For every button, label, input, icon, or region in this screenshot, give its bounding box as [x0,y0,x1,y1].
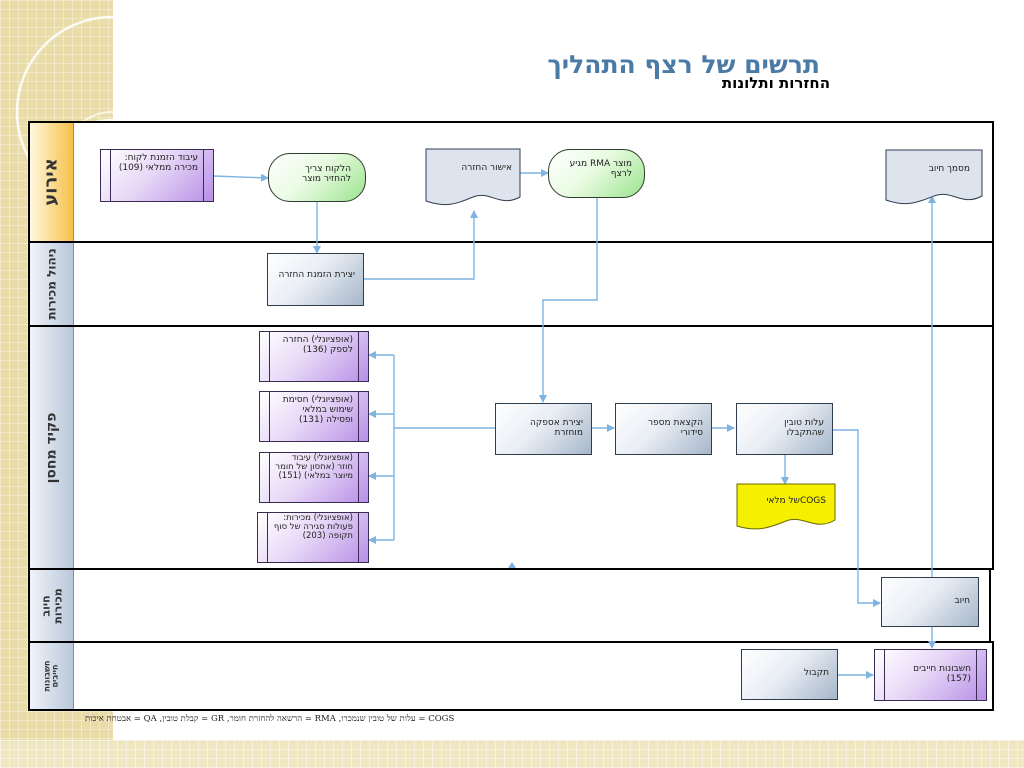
step-rma-product-arrives-label: מוצר RMA מגיע לרצף [569,159,632,180]
step-reprocess-material[interactable]: (אופציונלי) עיבוד חוזר (אחסון של חומר מי… [259,452,369,503]
step-assign-serial-number[interactable]: הקצאת מספר סידורי [615,403,712,455]
page-subtitle: החזרות ותלונות [721,74,830,92]
doc-billing-document-label[interactable]: מסמך חיוב [928,164,970,174]
step-block-usage-label: (אופציונלי) חסימת שימוש במלאי ופסילה (13… [269,392,359,441]
abbreviation-legend: COGS = עלות של טובין שנמכרו, RMA = הרשאה… [85,714,455,724]
doc-return-approval-label[interactable]: אישור החזרה [461,163,512,173]
lane-label-warehouse-clerk: פקיד מחסן [30,327,74,568]
lane-label-event: אירוע [30,123,74,241]
step-customer-returns-product-label: הלקוח צריך להחזיר מוצר [302,164,351,185]
step-return-to-vendor[interactable]: (אופציונלי) החזרה לספק (136) [259,331,369,382]
lane-label-receivables: חשבונות חייבים [30,643,74,709]
step-period-end-closing-label: (אופציונלי) מכירות: פעולות סגירה של סוף … [267,513,359,562]
step-customer-returns-product[interactable]: הלקוח צריך להחזיר מוצר [268,153,366,202]
step-create-return-delivery-label: יצירת אספקה מוחזרת [530,418,583,439]
step-reprocess-material-label: (אופציונלי) עיבוד חוזר (אחסון של חומר מי… [269,453,359,502]
step-block-usage[interactable]: (אופציונלי) חסימת שימוש במלאי ופסילה (13… [259,391,369,442]
step-billing-label: חיוב [954,596,970,606]
step-period-end-closing[interactable]: (אופציונלי) מכירות: פעולות סגירה של סוף … [257,512,369,563]
step-return-to-vendor-label: (אופציונלי) החזרה לספק (136) [269,332,359,381]
step-sales-order-processing[interactable]: עיבוד הזמנת לקוח: מכירה ממלאי (109) [100,149,214,202]
step-billing[interactable]: חיוב [881,577,979,627]
doc-shape-billing-document [885,149,983,205]
step-receivables-157-label: חשבונות חייבים (157) [884,650,977,700]
step-sales-order-processing-label: עיבוד הזמנת לקוח: מכירה ממלאי (109) [110,150,204,201]
page-title: תרשים של רצף התהליך [547,50,820,79]
doc-shape-cogs [736,483,836,530]
doc-shape-return-approval [425,148,521,206]
connector-cost-to-billing [833,429,881,607]
step-assign-serial-number-label: הקצאת מספר סידורי [647,418,703,439]
step-cost-of-goods-received[interactable]: עלות טובין שהתקבלו [736,403,833,455]
lane-label-sales-management: ניהול מכירות [30,243,74,325]
step-rma-product-arrives[interactable]: מוצר RMA מגיע לרצף [548,149,645,198]
decorative-footer-band [0,740,1024,768]
lane-label-sales-billing: חיוב מכירות [30,570,74,641]
lane-sales-billing: חיוב מכירות [28,568,991,643]
stray-arrowhead [508,562,516,568]
step-receivables-157[interactable]: חשבונות חייבים (157) [874,649,987,701]
connector-order-to-return-need [213,173,269,182]
doc-inventory-cogs-label[interactable]: COGSשל מלאי [766,496,826,506]
step-create-return-order-label: יצירת הזמנת החזרה [278,270,355,280]
step-create-return-delivery[interactable]: יצירת אספקה מוחזרת [495,403,592,455]
step-receipt[interactable]: תקבול [741,649,838,700]
step-cost-of-goods-received-label: עלות טובין שהתקבלו [784,418,824,439]
connector-rma-to-return-delivery [539,198,598,403]
lane-sales-management: ניהול מכירות [28,241,994,327]
step-create-return-order[interactable]: יצירת הזמנת החזרה [267,253,364,306]
connector-return-order-to-approval [364,210,478,280]
step-receipt-label: תקבול [803,668,829,678]
